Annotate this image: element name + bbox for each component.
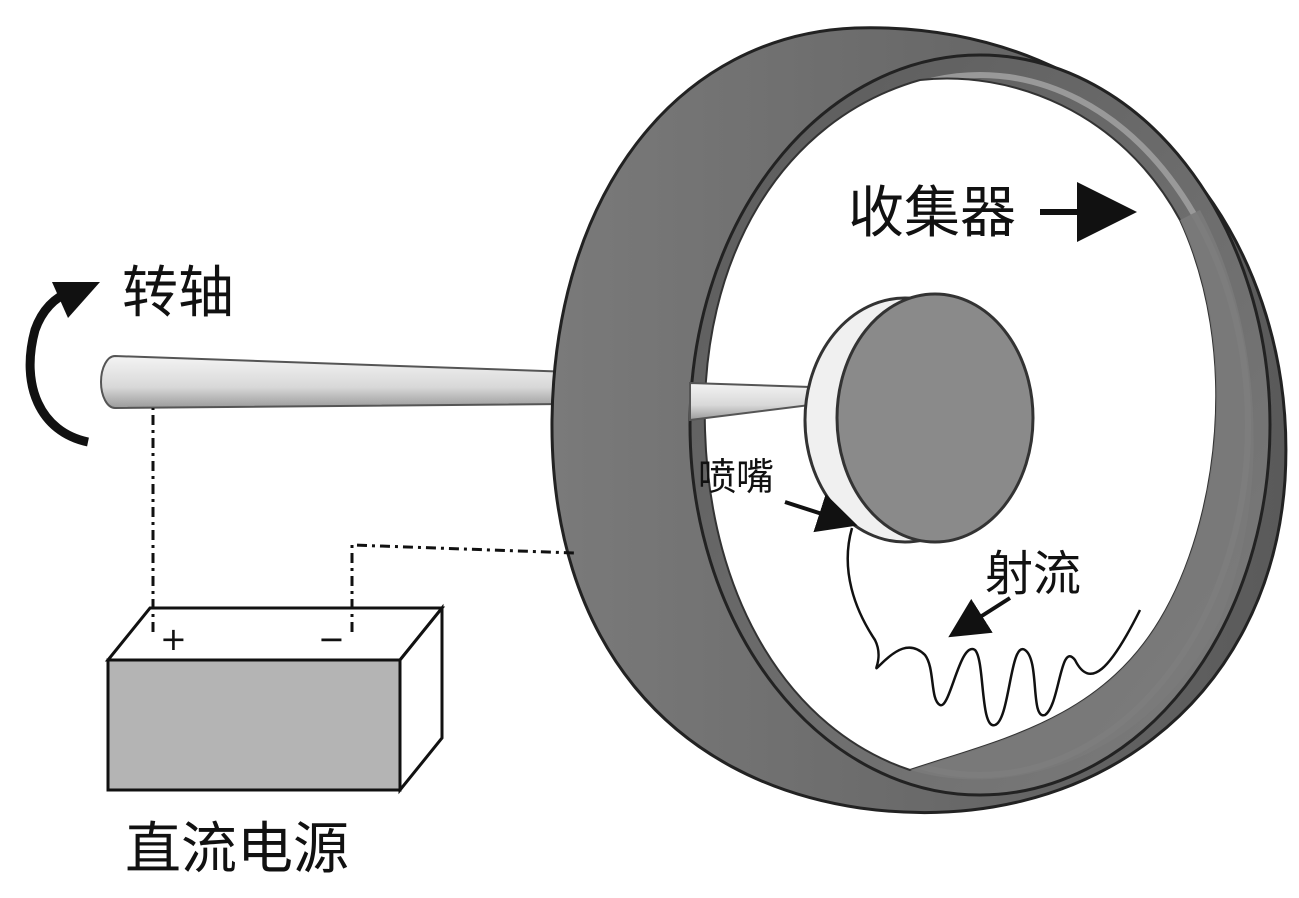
jet-fiber — [846, 527, 1142, 727]
negative-terminal-label: − — [318, 620, 345, 658]
positive-terminal-label: + — [160, 620, 187, 658]
jet-pointer-arrow-icon — [948, 596, 1012, 638]
nozzle-label: 喷嘴 — [698, 455, 774, 499]
dc-power-supply — [104, 603, 446, 795]
spinneret-disk — [803, 292, 1035, 544]
nozzle-pointer-arrow-icon — [784, 494, 858, 533]
power-supply-label: 直流电源 — [125, 817, 349, 882]
collector-label: 收集器 — [848, 181, 1016, 246]
rotation-arrow-icon — [25, 282, 100, 447]
negative-wire — [350, 543, 576, 632]
jet-label: 射流 — [985, 546, 1081, 602]
axis-label: 转轴 — [122, 261, 234, 326]
